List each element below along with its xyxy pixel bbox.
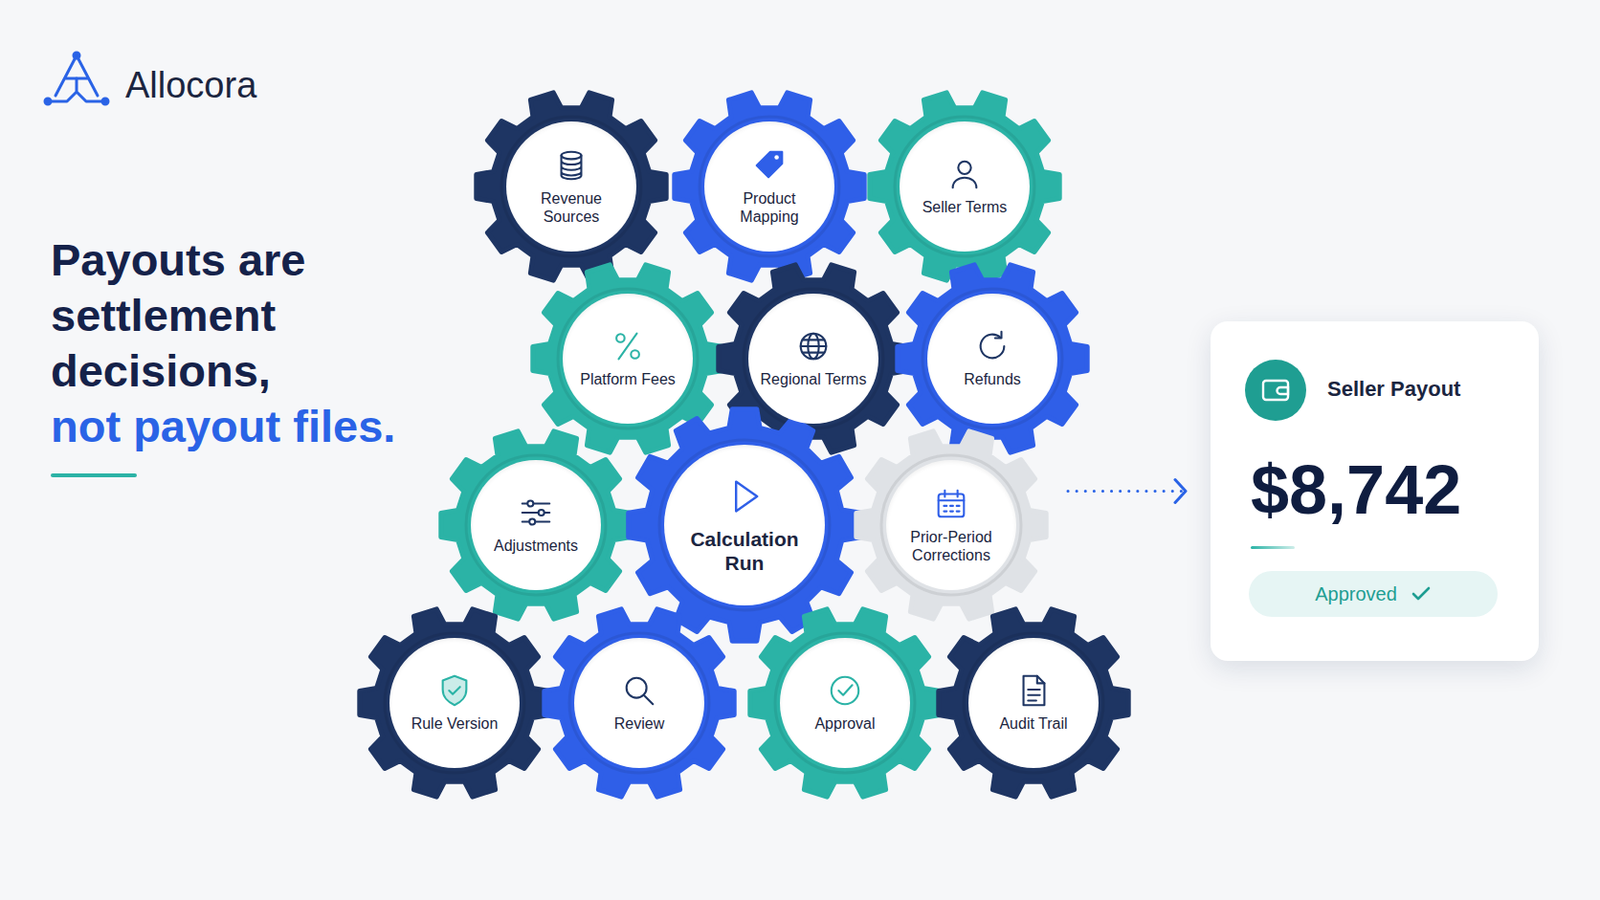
gear-label: Approval (791, 714, 899, 734)
gear-teeth (476, 92, 667, 281)
gear-ring (743, 288, 884, 429)
gear-face: Regional Terms (748, 293, 879, 424)
gear-teeth (674, 92, 865, 281)
arrow-head (1175, 480, 1186, 504)
gear-face: Platform Fees (562, 293, 693, 424)
check-mark (1410, 583, 1432, 605)
gear-face: Revenue Sources (506, 121, 637, 252)
gear-ring (922, 288, 1063, 429)
gear-icon (436, 672, 473, 710)
main-gear: Calculation Run (627, 408, 862, 643)
gear-face: Product Mapping (704, 121, 835, 252)
gear-node: Product Mapping (673, 90, 866, 283)
gear-icon (974, 328, 1011, 365)
gear-teeth (441, 431, 631, 620)
gear-node: Approval (749, 607, 941, 800)
gear-icon (946, 155, 983, 193)
gear-icon (1015, 672, 1052, 710)
gear-icon (795, 328, 832, 365)
card-heading: Seller Payout (1327, 377, 1461, 402)
gear-icon (621, 672, 658, 710)
gear-ring (963, 633, 1104, 774)
gear-label: Audit Trail (979, 714, 1088, 734)
amount-underline (1250, 546, 1295, 550)
gear-ring (881, 455, 1022, 596)
gear-node: Adjustments (440, 429, 632, 622)
payout-amount: $8,742 (1250, 449, 1462, 531)
gear-node: Revenue Sources (475, 90, 667, 283)
gear-teeth (750, 609, 940, 798)
gear-label: Regional Terms (759, 370, 867, 389)
gear-label: Review (585, 714, 693, 734)
gear-ring (894, 116, 1035, 257)
gear-node: Review (543, 607, 735, 800)
gear-face: Refunds (927, 293, 1058, 424)
gear-label: Revenue Sources (517, 189, 625, 226)
gear-ring (775, 633, 915, 774)
wallet-icon (1244, 359, 1307, 422)
gear-teeth (938, 609, 1129, 798)
gear-ring (557, 288, 698, 429)
dotted-line (1067, 489, 1186, 493)
logo-wordmark: Allocora (125, 65, 257, 107)
gear-label: Refunds (938, 370, 1046, 389)
gear-teeth (897, 265, 1088, 453)
gear-label: Calculation Run (677, 527, 812, 576)
gear-icon (826, 672, 864, 710)
gear-teeth (869, 92, 1060, 281)
gear-face: Rule Version (389, 638, 520, 769)
gear-face: Audit Trail (968, 638, 1099, 769)
status-text: Approved (1314, 583, 1398, 606)
gear-node: Audit Trail (937, 607, 1130, 800)
gear-label: Seller Terms (911, 198, 1019, 217)
gear-node: Seller Terms (868, 90, 1061, 283)
gear-face: Seller Terms (899, 121, 1030, 252)
gear-label: Platform Fees (574, 370, 682, 389)
payout-card: Seller Payout $8,742Approved (1210, 321, 1539, 662)
gear-ring (699, 116, 840, 257)
gear-ring (569, 633, 710, 774)
gear-ring (659, 440, 830, 611)
gear-teeth (544, 609, 734, 798)
logo-mark (44, 52, 109, 105)
gear-label: Prior-Period Corrections (897, 528, 1005, 565)
gear-icon (553, 147, 590, 184)
gear-face: Calculation Run (664, 444, 825, 606)
gear-node: Prior-Period Corrections (855, 429, 1047, 622)
title-highlight: not payout files. (50, 399, 396, 455)
status-pill: Approved (1248, 571, 1498, 618)
gear-node: Rule Version (358, 607, 551, 800)
gear-face: Approval (779, 638, 911, 769)
gear-face: Prior-Period Corrections (886, 460, 1017, 591)
gear-teeth (856, 431, 1046, 620)
gear-icon (517, 494, 555, 532)
gear-icon (609, 328, 646, 365)
gear-icon (751, 147, 788, 184)
gear-label: Adjustments (482, 536, 590, 556)
gear-teeth (628, 409, 862, 643)
flow-connector (1067, 480, 1186, 504)
gear-icon (933, 486, 970, 523)
gear-face: Review (574, 638, 705, 769)
slide-title: Payouts are settlement decisions, (50, 232, 396, 400)
gear-ring (384, 633, 525, 774)
gear-label: Rule Version (400, 714, 509, 734)
gear-face: Adjustments (470, 460, 601, 591)
gear-label: Product Mapping (715, 189, 823, 226)
gear-node: Refunds (896, 263, 1089, 455)
gear-ring (501, 116, 642, 257)
gear-ring (466, 455, 606, 596)
gear-teeth (359, 609, 550, 798)
gear-icon (723, 475, 766, 518)
title-underline (50, 473, 137, 478)
